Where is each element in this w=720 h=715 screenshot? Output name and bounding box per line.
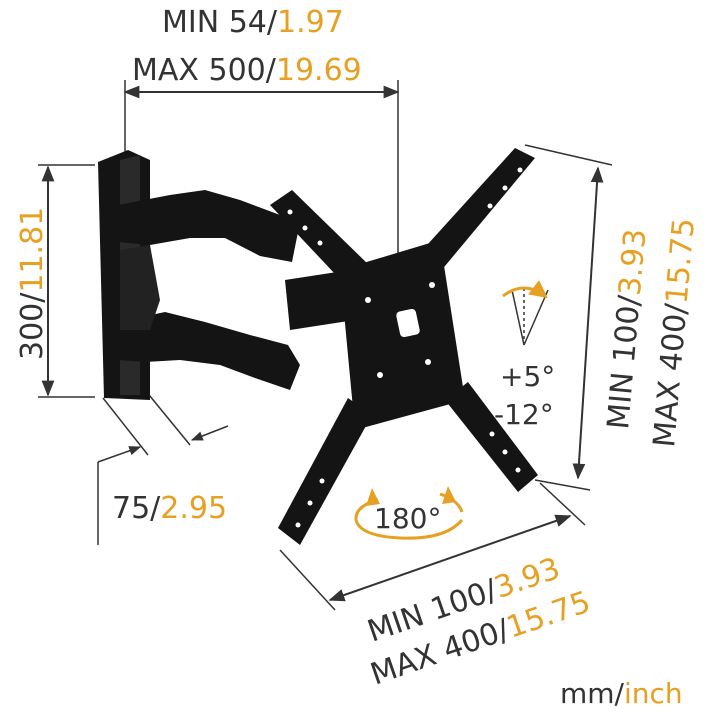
swivel-indicator: 180° (354, 486, 464, 540)
vesa-arm-bottom-right (445, 382, 538, 492)
vesa-h-extension-right (539, 482, 586, 526)
hole (502, 185, 508, 191)
hole (487, 203, 493, 209)
hole (319, 478, 325, 484)
tilt-line-down (523, 289, 549, 346)
hole (377, 372, 383, 378)
hole (425, 359, 431, 365)
tilt-up-label: +5° (500, 360, 555, 393)
depth-mm: 75/ (112, 491, 161, 526)
lower-arm (118, 312, 300, 390)
middle-bracket (120, 245, 160, 330)
tilt-indicator: +5° -12° (494, 280, 555, 431)
arm-connector (285, 270, 355, 330)
depth-extension-2 (144, 389, 191, 446)
height-inch: 11.81 (15, 207, 50, 293)
width-max-label: MAX 500/19.69 (132, 53, 362, 88)
hole (489, 431, 495, 437)
hole (295, 522, 301, 528)
width-min-mm: MIN 54/ (162, 5, 278, 40)
hole (365, 297, 371, 303)
vesa-v-arrow (572, 166, 604, 480)
hole (317, 240, 323, 246)
depth-label: 75/2.95 (112, 491, 227, 526)
vesa-v-extension-bottom (534, 479, 591, 491)
vesa-holes (287, 167, 523, 528)
tilt-down-label: -12° (494, 398, 554, 431)
height-dimension: 300/11.81 (15, 164, 95, 398)
depth-extension-1 (102, 397, 149, 456)
vesa-v-min-inch: 3.93 (613, 228, 654, 298)
width-max-inch: 19.69 (276, 53, 362, 88)
width-dimension: MIN 54/1.97 MAX 500/19.69 (123, 5, 400, 295)
units-mm: mm/ (560, 677, 625, 710)
hole (515, 467, 521, 473)
width-min-inch: 1.97 (277, 5, 344, 40)
hole (302, 225, 308, 231)
vesa-v-max-label: MAX 400/15.75 (647, 217, 702, 449)
depth-inch: 2.95 (160, 491, 227, 526)
center-slot (396, 308, 420, 338)
height-mm: 300/ (15, 292, 50, 360)
tilt-arc-icon (502, 280, 548, 299)
vesa-v-min-label: MIN 100/3.93 (601, 228, 653, 431)
swivel-arrow-left-icon (366, 488, 380, 506)
hole (429, 282, 435, 288)
hole (517, 167, 523, 173)
vesa-v-min-mm: MIN 100/ (601, 293, 648, 431)
vesa-vertical-dimension: MIN 100/3.93 MAX 400/15.75 (524, 144, 702, 491)
hole (307, 500, 313, 506)
hole (287, 209, 293, 215)
upper-arm (118, 190, 298, 262)
tilt-line-up (511, 289, 525, 346)
vesa-v-max-mm: MAX 400/ (647, 301, 694, 448)
mount-illustration (98, 148, 538, 545)
hole (502, 449, 508, 455)
swivel-label: 180° (374, 502, 441, 535)
vesa-arm-bottom-left (278, 398, 372, 545)
units-inch: inch (624, 677, 683, 710)
depth-dimension: 75/2.95 (97, 389, 229, 545)
width-max-mm: MAX 500/ (132, 53, 277, 88)
depth-arrow-left (97, 446, 142, 463)
height-label: 300/11.81 (15, 207, 50, 360)
vesa-v-max-inch: 15.75 (660, 217, 702, 306)
vesa-arm-top-right (418, 148, 535, 272)
swivel-arrow-right-icon (442, 486, 456, 504)
vesa-h-extension-left (279, 549, 336, 611)
units-legend: mm/inch (560, 677, 683, 710)
depth-arrow-right (190, 425, 229, 441)
vesa-v-extension-top (524, 144, 613, 166)
vesa-h-arrow (328, 514, 572, 602)
width-min-label: MIN 54/1.97 (162, 5, 344, 40)
